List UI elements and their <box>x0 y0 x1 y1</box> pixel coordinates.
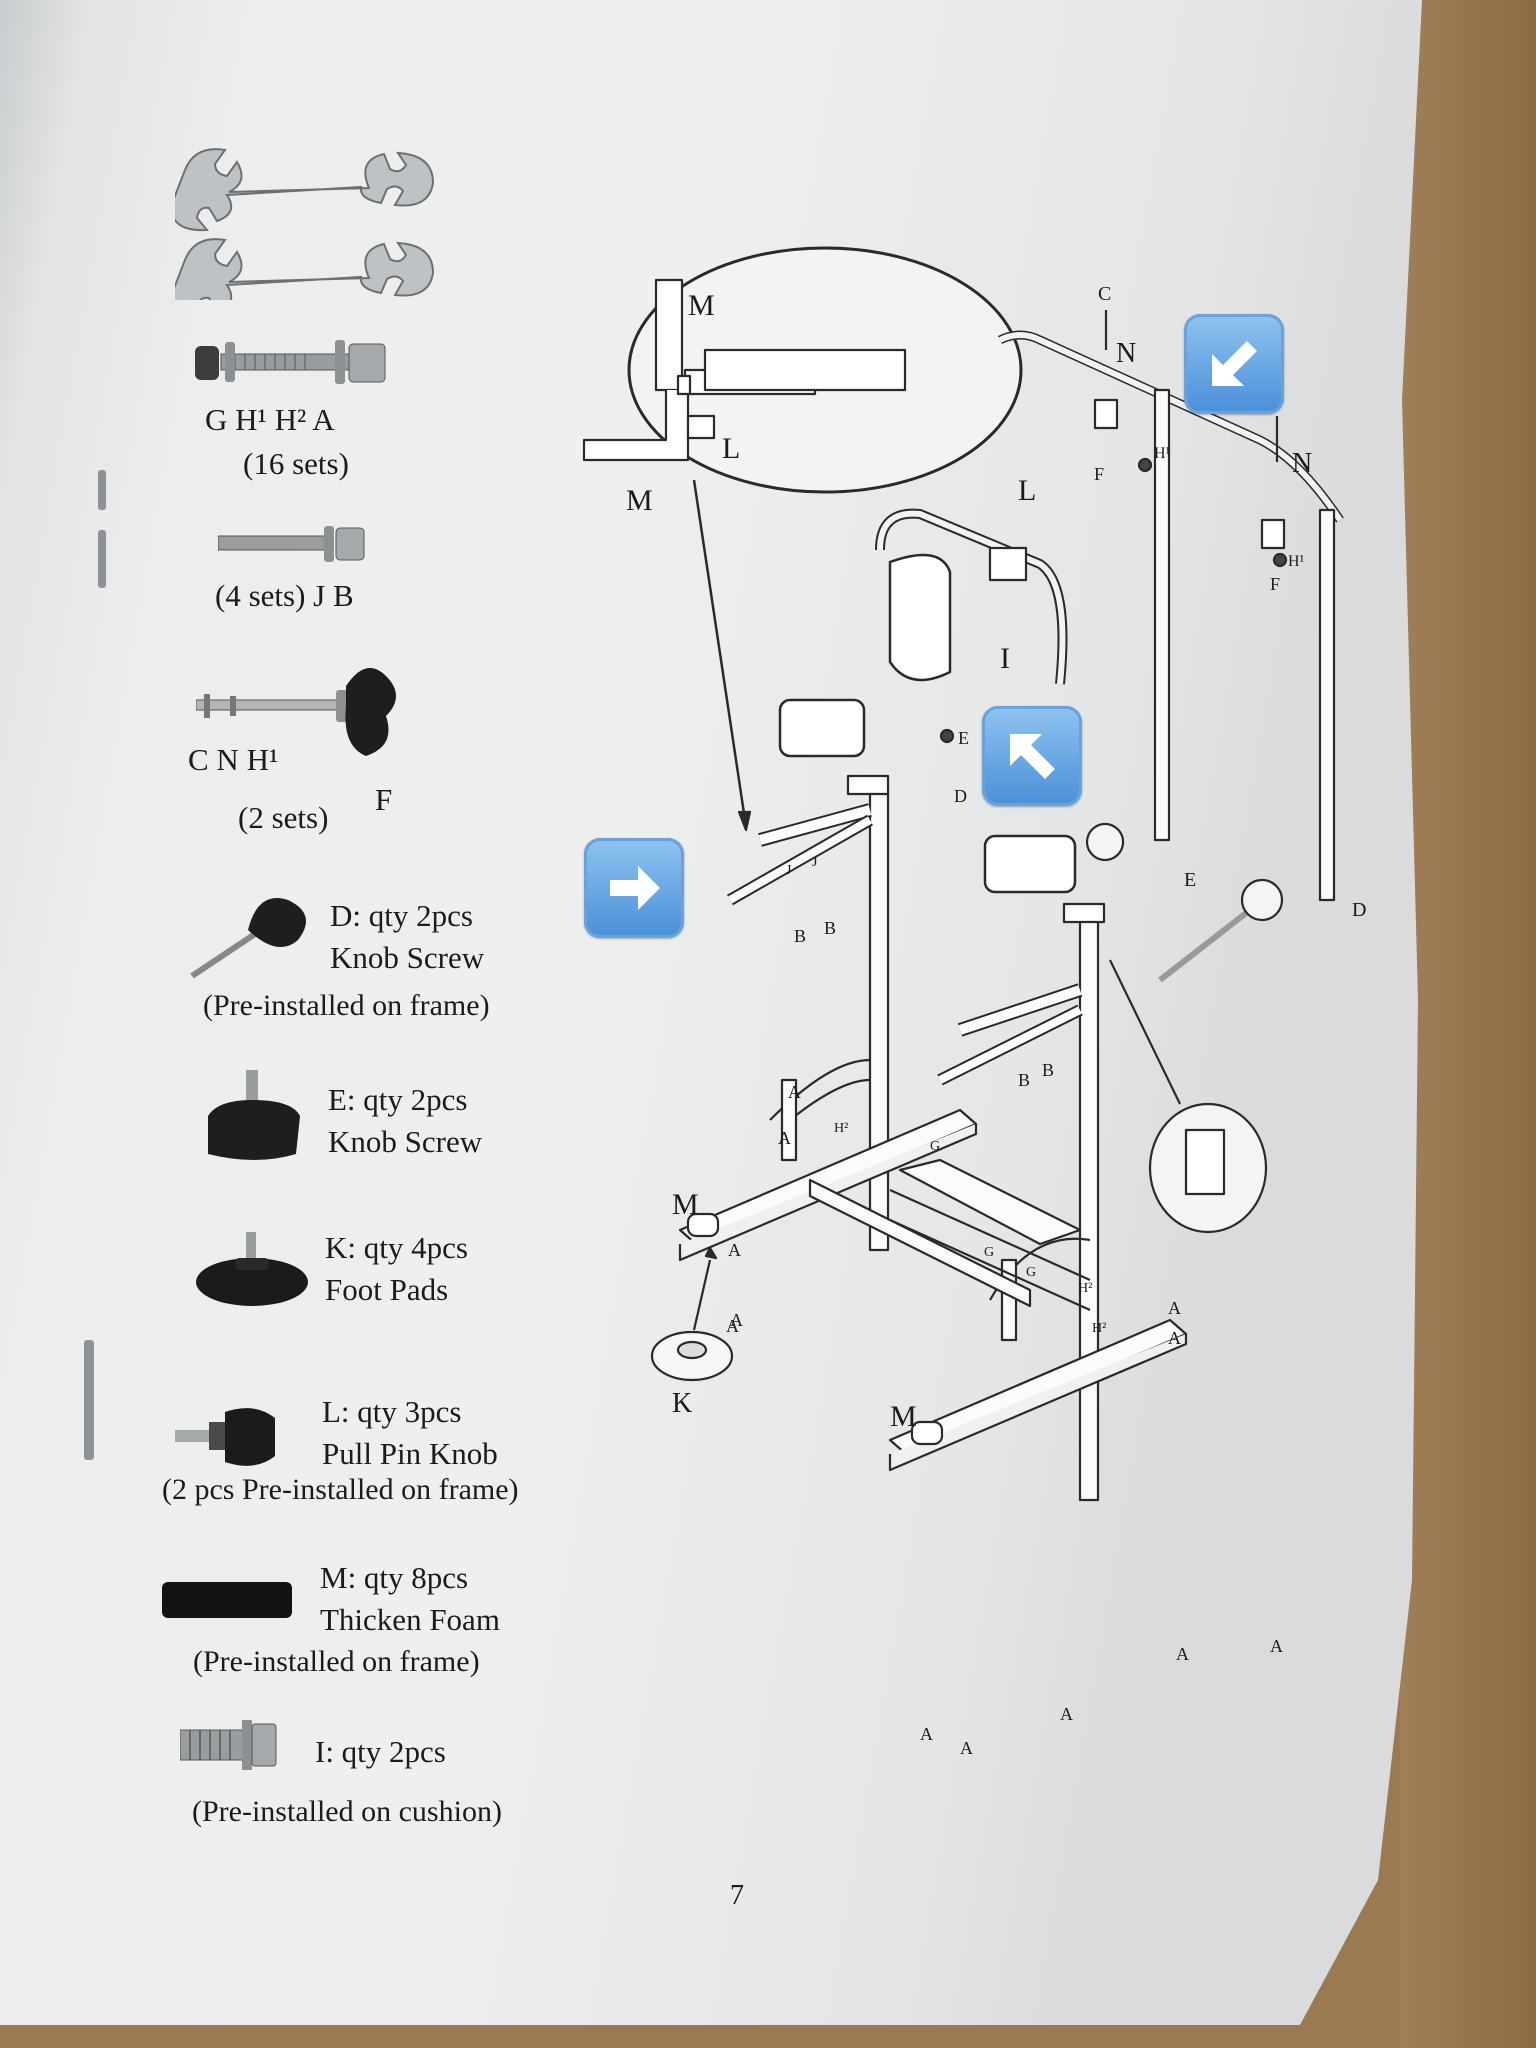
up-left-arrow-button[interactable] <box>982 706 1082 806</box>
part-e-qty: E: qty 2pcs <box>328 1082 468 1117</box>
foot-pad-icon <box>196 1232 308 1306</box>
diagram-label: D <box>1352 899 1366 921</box>
down-left-arrow-button[interactable] <box>1184 314 1284 414</box>
diagram-label: B <box>1018 1070 1030 1090</box>
staple <box>98 530 106 588</box>
right-arrow-icon <box>610 866 660 910</box>
pull-pin-knob-icon <box>175 1408 275 1466</box>
diagram-label: N <box>1116 338 1136 369</box>
diagram-label: C <box>1098 283 1111 305</box>
wood-background <box>1400 0 1536 2048</box>
part-l-qty: L: qty 3pcs <box>322 1394 462 1429</box>
part-m-name: Thicken Foam <box>320 1602 500 1637</box>
part-l-name: Pull Pin Knob <box>322 1436 498 1471</box>
staple <box>84 1340 94 1460</box>
knob-bolt-icon <box>196 668 396 756</box>
callout-label-l: L <box>722 432 740 465</box>
up-left-arrow-icon <box>1010 734 1055 779</box>
diagram-label: K <box>672 1388 692 1419</box>
diagram-label: M <box>672 1188 699 1221</box>
diagram-label: H² <box>834 1121 848 1136</box>
part-d-name: Knob Screw <box>330 940 485 975</box>
diagram-label: A <box>778 1128 791 1148</box>
diagram-label: M <box>890 1400 917 1433</box>
knob-screw-e-icon <box>208 1070 300 1160</box>
foam-pad-icon <box>162 1582 292 1618</box>
diagram-label: E <box>958 728 969 748</box>
parts-list: G H¹ H² A (16 sets) (4 sets) J B C N H¹ … <box>0 0 560 1900</box>
part-k-qty: K: qty 4pcs <box>325 1230 468 1265</box>
part-l-note: (2 pcs Pre-installed on frame) <box>162 1473 519 1506</box>
diagram-label: G <box>930 1139 940 1154</box>
down-left-arrow-icon <box>1212 341 1257 386</box>
diagram-label: A <box>730 1310 743 1330</box>
knob-bolt-f: F <box>375 782 393 817</box>
part-d-note: (Pre-installed on frame) <box>203 989 490 1022</box>
cushion-bolt-icon <box>180 1720 277 1770</box>
diagram-label: L <box>1018 474 1036 507</box>
knob-bolt-qty: (2 sets) <box>238 800 329 835</box>
diagram-label: B <box>794 926 806 946</box>
wrench-icon <box>175 148 435 300</box>
diagram-label: A <box>960 1738 973 1758</box>
diagram-label: J <box>812 855 818 870</box>
staple <box>98 470 106 510</box>
diagram-label: A <box>1168 1298 1181 1318</box>
diagram-label: B <box>1042 1060 1054 1080</box>
part-i-qty: I: qty 2pcs <box>315 1734 446 1769</box>
diagram-label: A <box>788 1082 801 1102</box>
diagram-label: F <box>1094 464 1104 484</box>
diagram-label: H¹ <box>1154 445 1171 462</box>
diagram-label: A <box>920 1724 933 1744</box>
diagram-label: A <box>1060 1704 1073 1724</box>
knob-bolt-letters: C N H¹ <box>188 742 279 777</box>
part-m-note: (Pre-installed on frame) <box>193 1645 480 1678</box>
diagram-label: A <box>728 1240 741 1260</box>
bolt-set-qty: (16 sets) <box>243 446 349 481</box>
diagram-label: B <box>824 918 836 938</box>
part-m-qty: M: qty 8pcs <box>320 1560 469 1595</box>
callout-label-m-bottom: M <box>626 484 653 517</box>
part-e-name: Knob Screw <box>328 1124 483 1159</box>
diagram-label: H² <box>1092 1321 1106 1336</box>
diagram-label: F <box>1270 574 1280 594</box>
diagram-label: H¹ <box>1288 553 1305 570</box>
diagram-label: G <box>984 1245 994 1260</box>
diagram-label: I <box>1000 642 1010 675</box>
diagram-label: A <box>1168 1328 1181 1348</box>
bolt-jb-label: (4 sets) J B <box>215 578 354 613</box>
knob-screw-d-icon <box>190 898 306 979</box>
diagram-label: N <box>1292 448 1312 479</box>
diagram-label: E <box>1184 869 1196 891</box>
diagram-label: G <box>1026 1265 1036 1280</box>
exploded-assembly-diagram: M L M C N N F F H¹ H¹ L I E E D D B B J … <box>582 246 1366 1758</box>
callout-label-m-top: M <box>688 289 715 322</box>
diagram-label: J <box>786 863 792 878</box>
bolt-set-letters: G H¹ H² A <box>205 402 335 437</box>
part-k-name: Foot Pads <box>325 1272 449 1307</box>
part-d-qty: D: qty 2pcs <box>330 898 473 933</box>
diagram-label: D <box>954 786 967 806</box>
diagram-label: A <box>1176 1644 1189 1664</box>
bolt-jb-icon <box>218 526 365 562</box>
bolt-set-icon <box>195 340 386 384</box>
page-number: 7 <box>730 1880 744 1911</box>
diagram-label: A <box>726 1316 739 1336</box>
part-i-note: (Pre-installed on cushion) <box>192 1795 502 1828</box>
diagram-label: H² <box>1078 1281 1092 1296</box>
diagram-label: A <box>1270 1636 1283 1656</box>
right-arrow-button[interactable] <box>584 838 684 938</box>
